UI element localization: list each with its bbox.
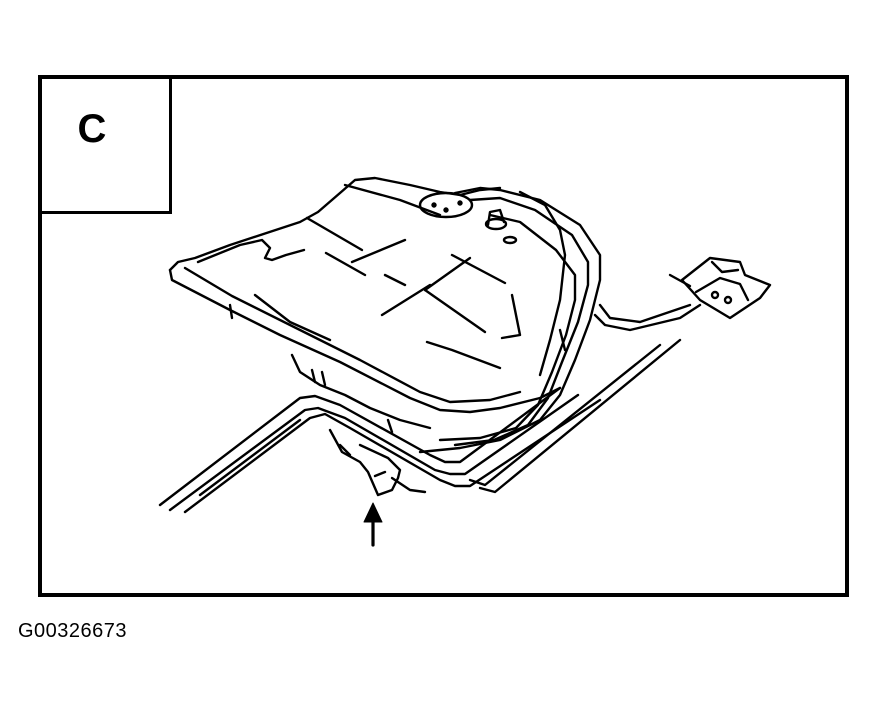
figure-code: G00326673 xyxy=(18,620,128,642)
fuel-lines xyxy=(158,186,702,514)
in-line-fuel-filter xyxy=(328,428,427,497)
fuel-pump-sender xyxy=(418,191,518,245)
panel-label: C xyxy=(77,107,107,151)
callout-arrow-icon xyxy=(363,502,383,547)
fuel-tank xyxy=(168,176,567,434)
diagram-frame xyxy=(38,75,849,597)
electrical-connector xyxy=(668,256,772,320)
panel-label-box: C xyxy=(38,75,172,214)
